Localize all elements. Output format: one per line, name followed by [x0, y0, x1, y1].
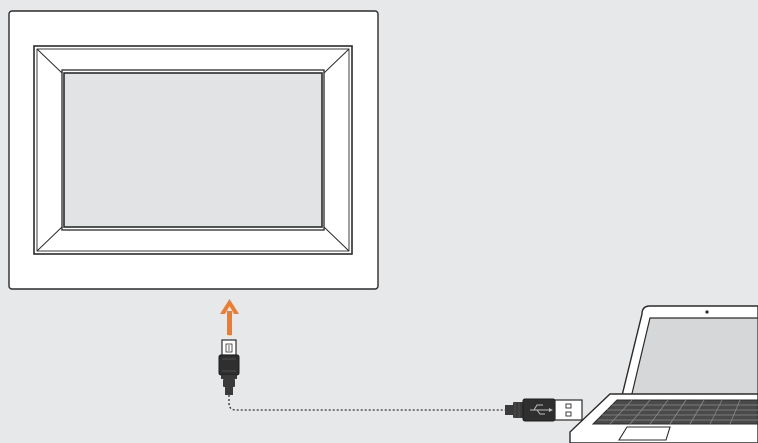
usb-a-plug-icon — [505, 398, 583, 422]
arrow-up-icon — [220, 299, 239, 335]
usb-cable — [228, 395, 506, 411]
frame-screen — [63, 72, 323, 228]
digital-photo-frame-icon — [8, 10, 379, 290]
frame-bevel-line — [36, 48, 63, 74]
mini-usb-plug-icon — [218, 339, 240, 395]
frame-bezel-outer-inset — [36, 48, 350, 252]
frame-bevel-line — [36, 226, 63, 252]
frame-bevel-line — [323, 48, 350, 74]
frame-bevel-line — [323, 226, 350, 252]
laptop-icon — [569, 305, 758, 443]
